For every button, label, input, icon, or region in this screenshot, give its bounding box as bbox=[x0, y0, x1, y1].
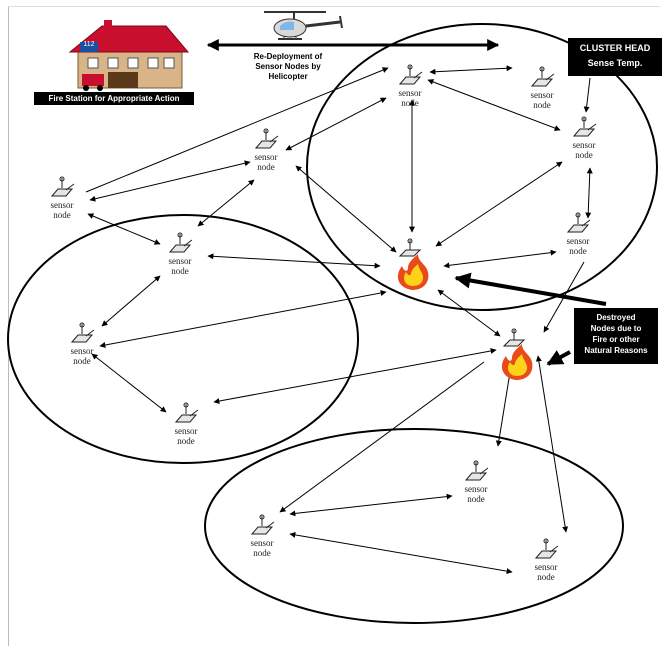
link bbox=[437, 289, 501, 337]
station-sign-text: 112 bbox=[83, 41, 95, 48]
fire-icon bbox=[397, 238, 429, 290]
link bbox=[285, 97, 387, 151]
link bbox=[585, 167, 593, 219]
helicopter-caption: Re-Deployment of Sensor Nodes by Helicop… bbox=[253, 52, 323, 81]
destroyed-node bbox=[392, 238, 434, 292]
sensor-node-icon bbox=[50, 176, 75, 197]
sensor-node-icon bbox=[464, 460, 489, 481]
link bbox=[443, 249, 557, 269]
link bbox=[289, 531, 513, 575]
sensor-node-icon bbox=[168, 232, 193, 253]
sensor-node-icon bbox=[572, 116, 597, 137]
link bbox=[583, 77, 591, 113]
link bbox=[429, 65, 513, 75]
sensor-node-icon bbox=[174, 402, 199, 423]
sensor-node-icon bbox=[530, 66, 555, 87]
link bbox=[295, 165, 397, 253]
cluster-circle-bottom bbox=[204, 428, 624, 624]
link bbox=[213, 348, 497, 404]
fire-icon bbox=[501, 328, 533, 380]
sensor-node-icon bbox=[254, 128, 279, 149]
sensor-node-icon bbox=[250, 514, 275, 535]
link bbox=[197, 179, 255, 227]
fire-station-icon: 112 bbox=[64, 20, 194, 92]
helicopter-icon bbox=[256, 8, 352, 42]
link bbox=[289, 493, 453, 517]
link bbox=[87, 213, 161, 245]
link bbox=[535, 355, 569, 533]
link bbox=[279, 361, 485, 513]
destroyed-pointer-arrow bbox=[454, 272, 607, 306]
link bbox=[99, 290, 387, 348]
fire-station-label: Fire Station for Appropriate Action bbox=[34, 92, 194, 105]
sensor-node-icon bbox=[398, 64, 423, 85]
cluster-head-box: CLUSTER HEAD Sense Temp. bbox=[568, 38, 662, 76]
sensor-node-icon bbox=[534, 538, 559, 559]
destroyed-pointer-arrow-small bbox=[546, 350, 571, 366]
sensor-node-icon bbox=[566, 212, 591, 233]
frame-top-border bbox=[8, 6, 660, 7]
destroyed-node bbox=[496, 328, 538, 382]
link bbox=[435, 161, 563, 247]
link bbox=[91, 353, 167, 413]
destroyed-caption: Destroyed Nodes due to Fire or other Nat… bbox=[574, 308, 658, 364]
link bbox=[207, 253, 381, 269]
link bbox=[101, 275, 161, 327]
link bbox=[427, 79, 561, 131]
link bbox=[89, 160, 251, 202]
sensor-node-icon bbox=[70, 322, 95, 343]
